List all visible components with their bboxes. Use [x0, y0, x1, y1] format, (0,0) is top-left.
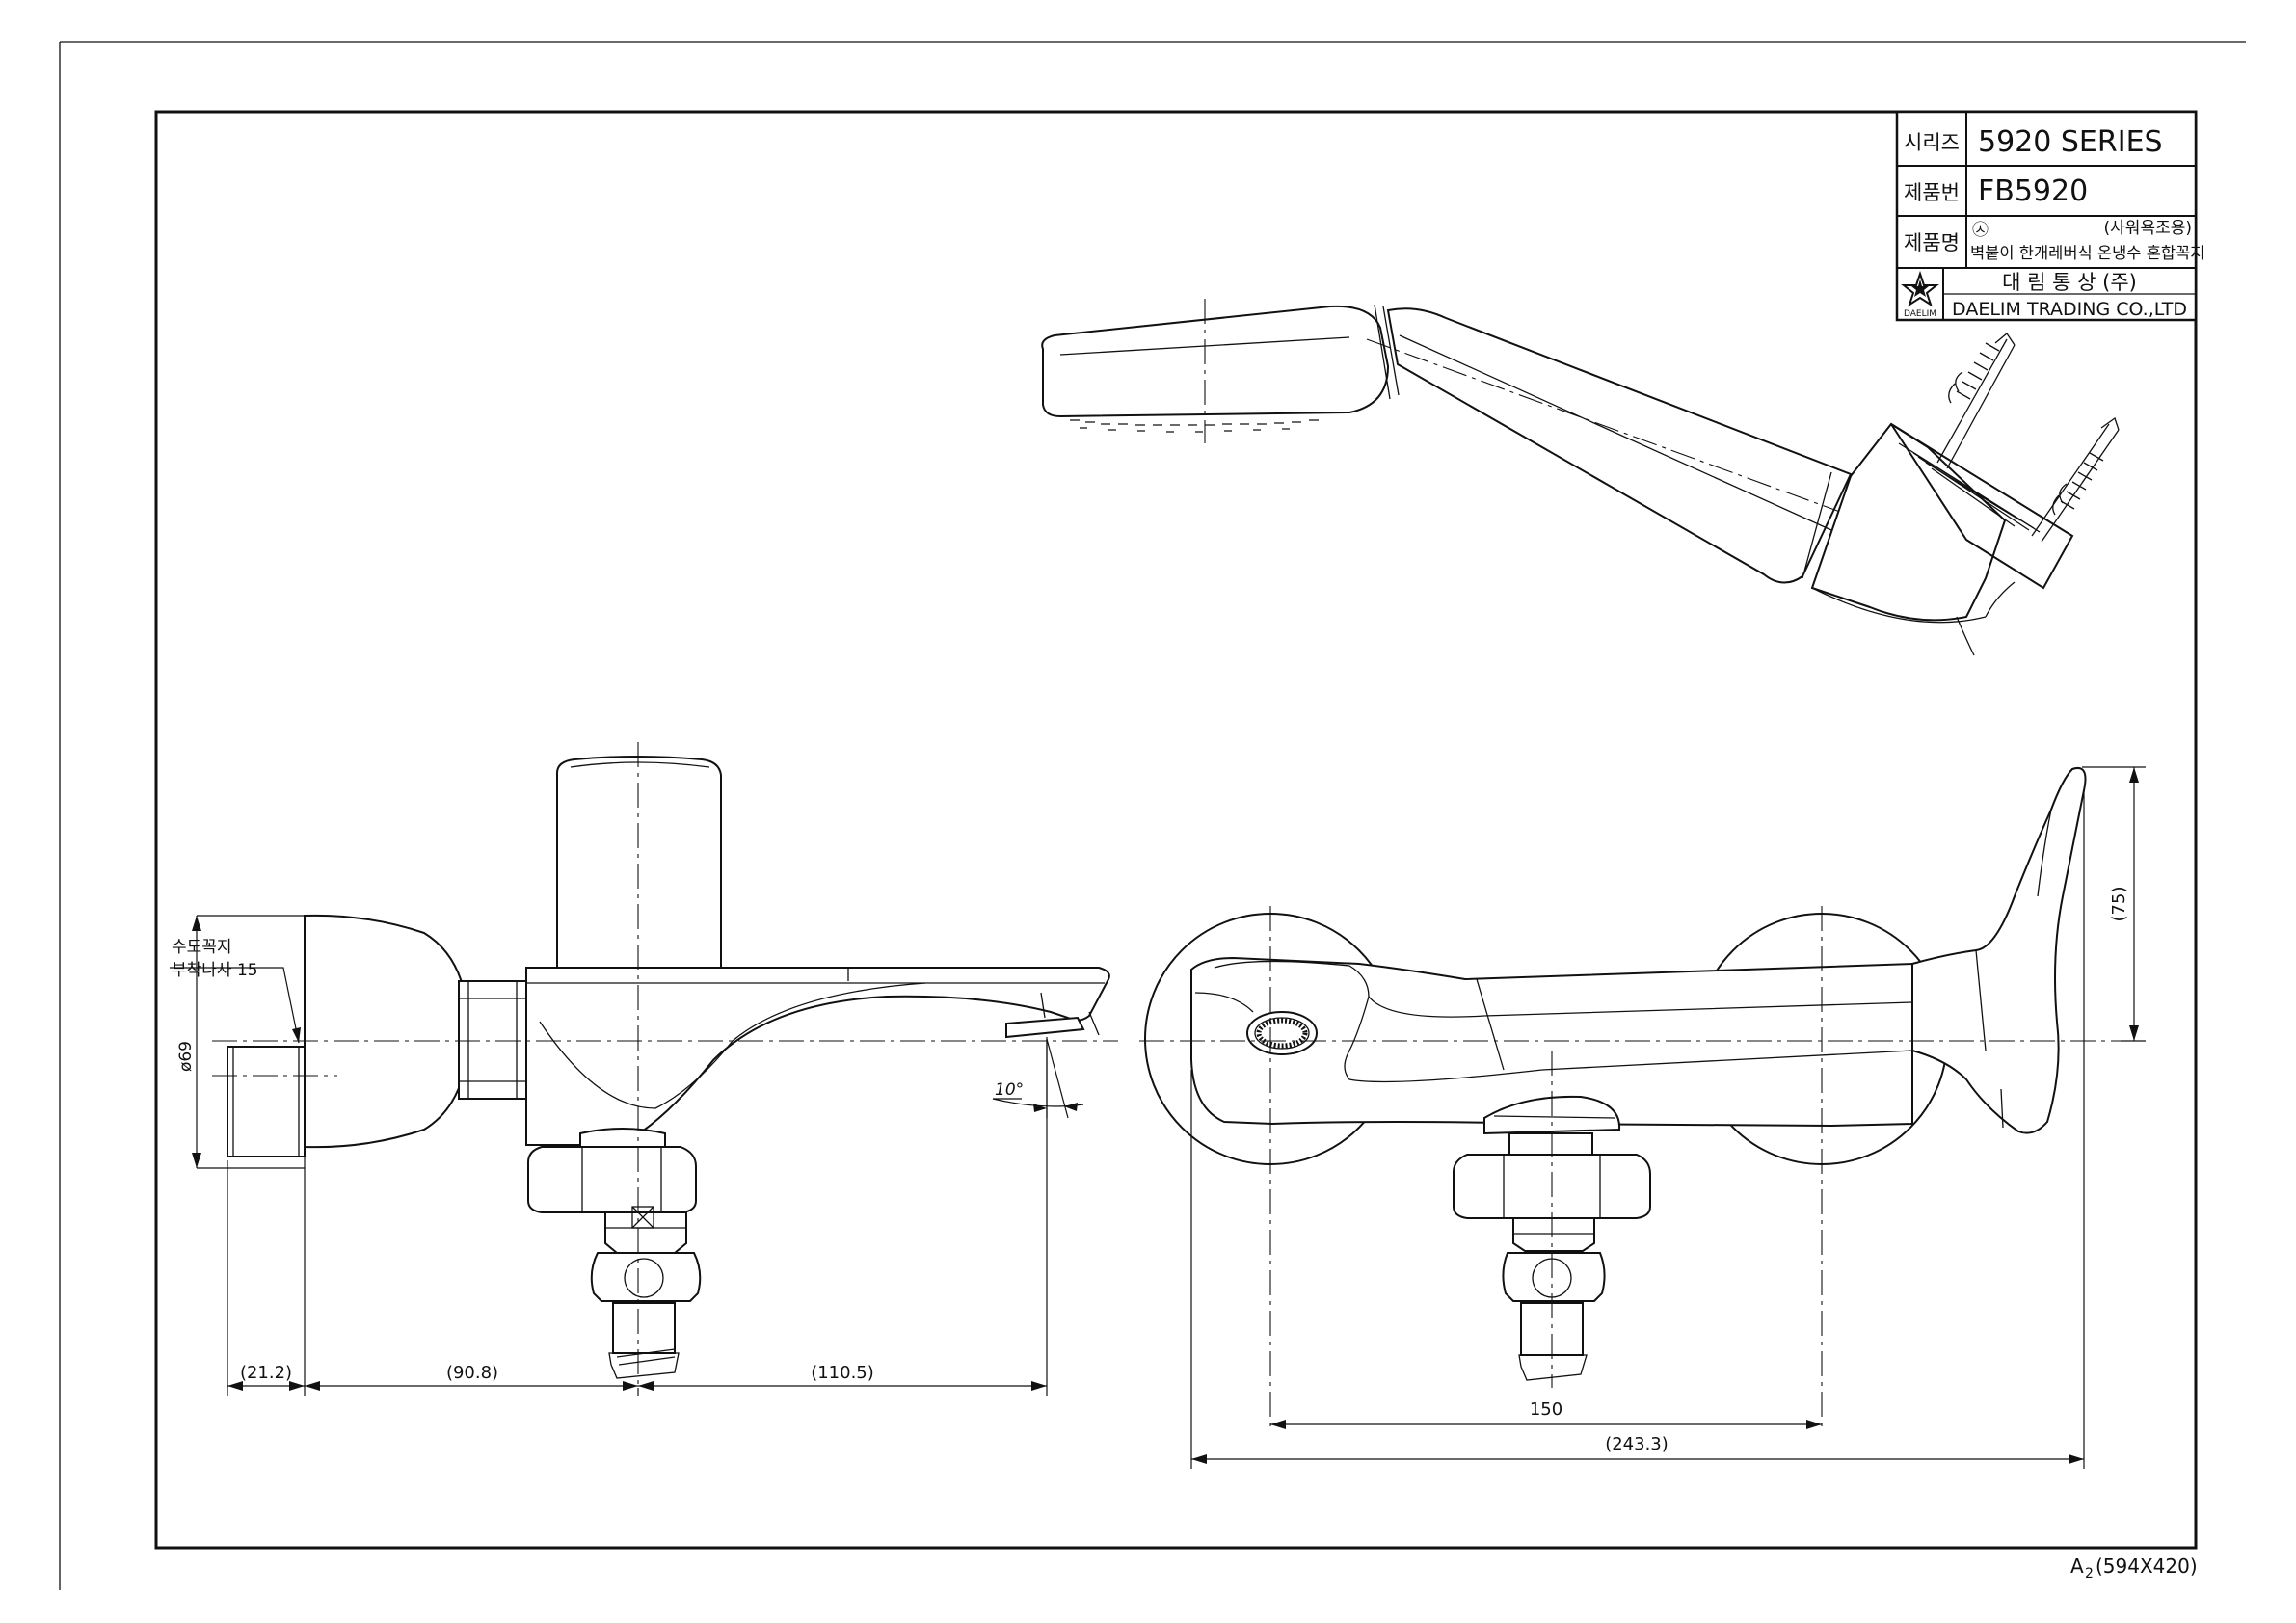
product-no-value: FB5920 [1978, 174, 2088, 208]
product-name-use: (사워욕조용) [2104, 219, 2192, 238]
wall-anchor-screw-2 [2031, 416, 2120, 543]
dim-150: 150 [1530, 1399, 1562, 1420]
product-name-label: 제품명 [1904, 231, 1960, 254]
angle-label: 10° [995, 1080, 1024, 1100]
dim-243-3: (243.3) [1605, 1434, 1669, 1454]
dim-75: (75) [2109, 887, 2129, 922]
drawing-border [154, 110, 2198, 1550]
shower-nozzles [1070, 419, 1319, 433]
diameter-label: ø69 [176, 1041, 196, 1072]
front-view-dimensions [1190, 766, 2146, 1469]
svg-text:2: 2 [2085, 1566, 2094, 1582]
sheet-trim [59, 41, 2246, 1590]
title-block: 시리즈 5920 SERIES 제품번 FB5920 제품명 ㉦ (사워욕조용)… [1895, 110, 2204, 322]
faucet-side-view [212, 742, 1118, 1388]
dim-90-8: (90.8) [446, 1363, 498, 1383]
paper-size-label: A 2 (594X420) [2070, 1555, 2198, 1582]
svg-text:A: A [2070, 1555, 2084, 1578]
product-name-mark: ㉦ [1972, 221, 1989, 240]
company-name-en: DAELIM TRADING CO.,LTD [1952, 299, 2187, 320]
series-value: 5920 SERIES [1978, 125, 2163, 159]
product-no-label: 제품번 [1904, 181, 1960, 204]
left-view-dimensions [170, 915, 1084, 1396]
hand-shower-view [1041, 299, 2120, 656]
dim-110-5: (110.5) [811, 1363, 874, 1383]
series-label: 시리즈 [1904, 131, 1960, 154]
dim-21-2: (21.2) [240, 1363, 292, 1383]
thread-label-line1: 수도꼭지 [172, 938, 232, 957]
product-name-value: 벽붙이 한개레버식 온냉수 혼합꼭지 [1970, 244, 2204, 262]
svg-text:DAELIM: DAELIM [1904, 309, 1936, 319]
thread-label-line2: 부착나사 15 [172, 961, 258, 980]
company-logo: DAELIM [1901, 270, 1939, 319]
company-name-kr: 대 림 통 상 (주) [2002, 271, 2137, 294]
wall-anchor-screw-1 [1936, 333, 2016, 469]
faucet-front-view [1139, 767, 2149, 1426]
svg-text:(594X420): (594X420) [2096, 1555, 2198, 1578]
